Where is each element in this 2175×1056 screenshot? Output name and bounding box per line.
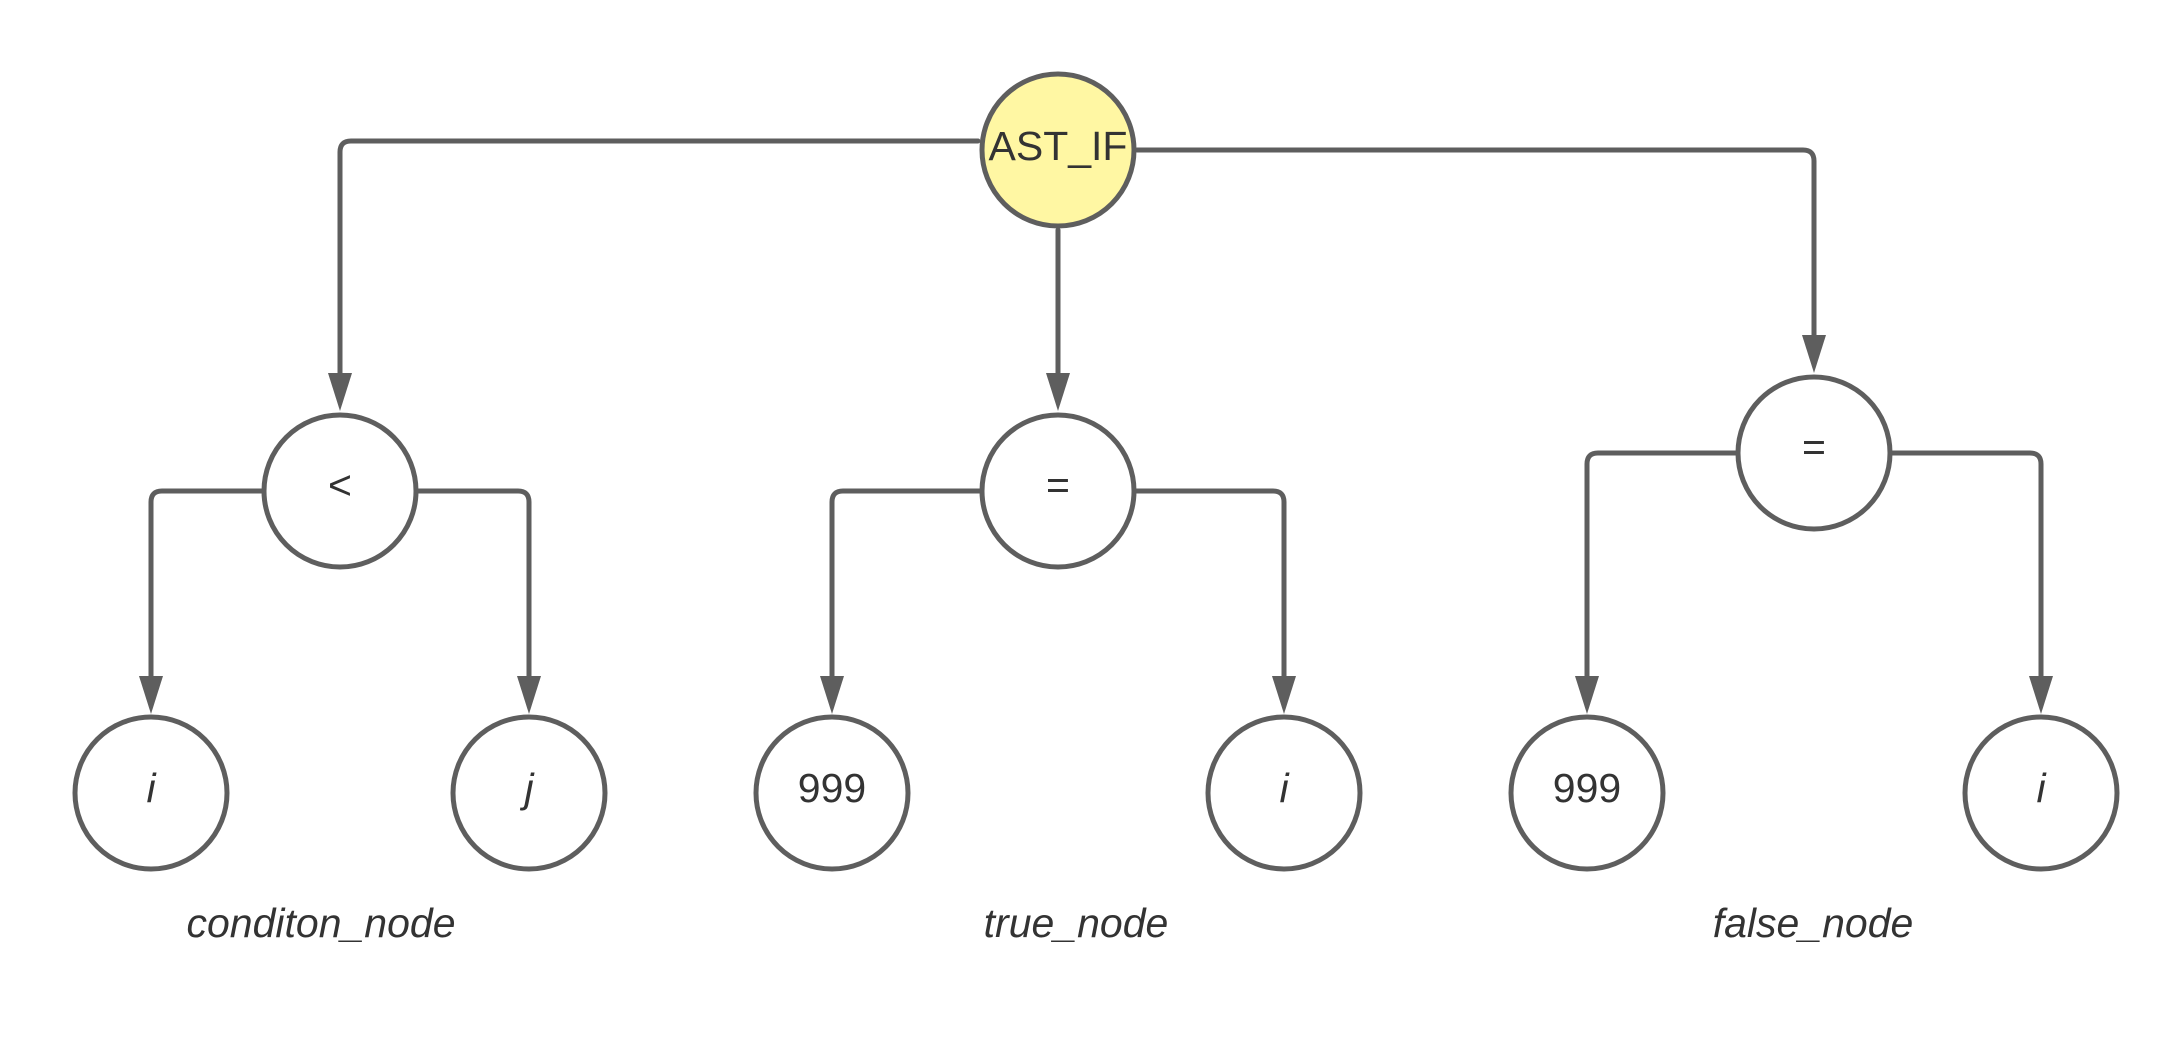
caption-true-node: true_node — [984, 900, 1169, 946]
node-true-op: = — [979, 412, 1137, 570]
node-true-right: i — [1205, 714, 1363, 872]
arrowhead-false-right — [2029, 676, 2053, 714]
node-true-op-label: = — [1046, 462, 1070, 508]
arrowhead-condition-right — [517, 676, 541, 714]
node-false-op: = — [1735, 374, 1893, 532]
caption-condition-node: conditon_node — [186, 900, 455, 946]
node-false-left-label: 999 — [1553, 765, 1621, 811]
arrowhead-true-op — [1046, 373, 1070, 411]
arrowhead-condition-op — [328, 373, 352, 411]
arrowhead-false-left — [1575, 676, 1599, 714]
arrowhead-false-op — [1802, 335, 1826, 373]
edge-false-to-left — [1584, 450, 1741, 681]
node-true-right-circle — [1205, 714, 1363, 872]
edge-condition-to-right — [413, 488, 532, 681]
captions: conditon_node true_node false_node — [186, 900, 1913, 946]
node-condition-right: j — [450, 714, 608, 872]
node-condition-left-circle — [72, 714, 230, 872]
edge-true-to-right — [1131, 488, 1287, 681]
edge-condition-to-left — [148, 488, 267, 681]
node-condition-left-label: i — [146, 765, 157, 811]
edge-true-to-left — [829, 488, 985, 681]
node-true-right-label: i — [1279, 765, 1290, 811]
edge-root-to-condition — [337, 138, 981, 378]
node-false-right-label: i — [2036, 765, 2047, 811]
node-true-left-circle — [753, 714, 911, 872]
node-condition-left: i — [72, 714, 230, 872]
node-false-left-circle — [1508, 714, 1666, 872]
arrowhead-true-right — [1272, 676, 1296, 714]
node-true-left-label: 999 — [798, 765, 866, 811]
edge-false-to-right — [1887, 450, 2044, 681]
arrowhead-condition-left — [139, 676, 163, 714]
arrowhead-true-left — [820, 676, 844, 714]
node-condition-op: < — [261, 412, 419, 570]
node-condition-op-label: < — [328, 462, 352, 508]
node-true-op-circle — [979, 412, 1137, 570]
node-false-right: i — [1962, 714, 2120, 872]
edges — [139, 138, 2053, 714]
node-false-left: 999 — [1508, 714, 1666, 872]
node-false-right-circle — [1962, 714, 2120, 872]
node-true-left: 999 — [753, 714, 911, 872]
node-false-op-label: = — [1802, 424, 1826, 470]
nodes: AST_IF < i j = 999 i — [72, 71, 2120, 872]
node-root-circle — [979, 71, 1137, 229]
node-false-op-circle — [1735, 374, 1893, 532]
node-condition-op-circle — [261, 412, 419, 570]
node-root: AST_IF — [979, 71, 1137, 229]
node-condition-right-circle — [450, 714, 608, 872]
edge-root-to-false — [1134, 147, 1817, 340]
caption-false-node: false_node — [1713, 900, 1914, 946]
node-root-label: AST_IF — [989, 123, 1128, 169]
